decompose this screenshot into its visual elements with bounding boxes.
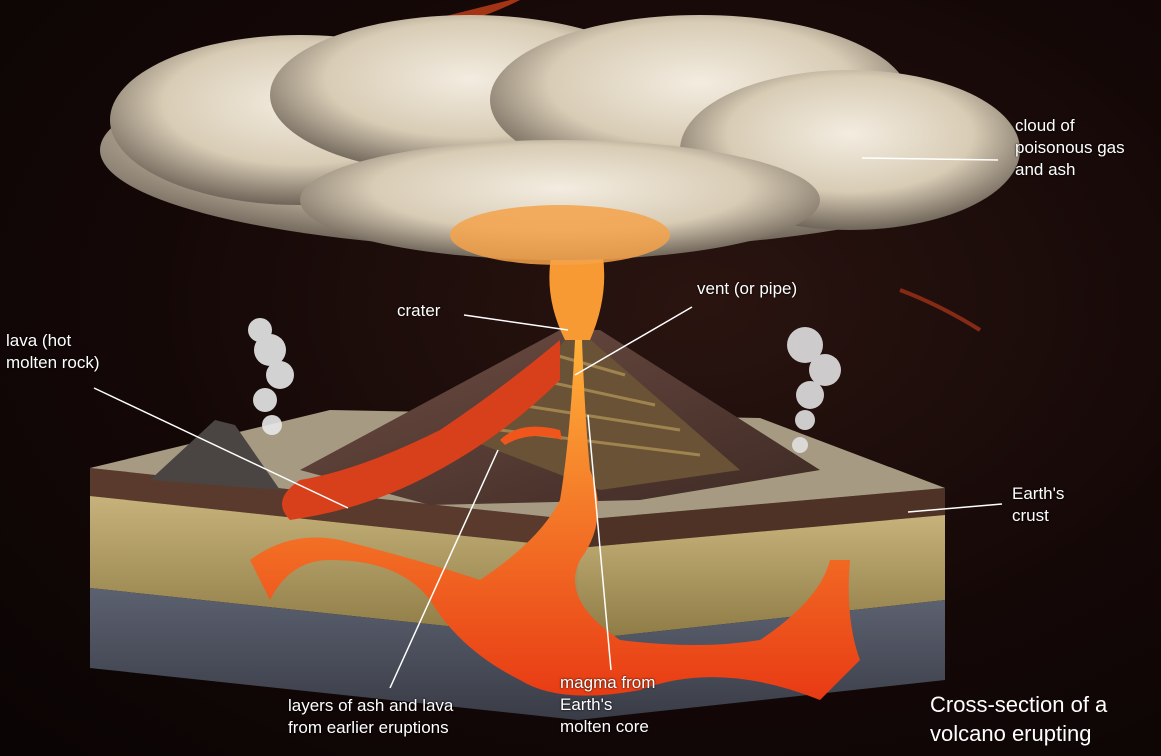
label-crust: Earth's crust — [1012, 483, 1064, 527]
label-magma: magma from Earth's molten core — [560, 672, 655, 738]
figure-caption: Cross-section of a volcano erupting — [930, 690, 1107, 748]
steam-plume-left — [248, 318, 294, 435]
label-cloud: cloud of poisonous gas and ash — [1015, 115, 1125, 181]
cloud-glow — [450, 205, 670, 265]
label-vent: vent (or pipe) — [697, 278, 797, 300]
lava-streak — [900, 290, 980, 330]
label-layers: layers of ash and lava from earlier erup… — [288, 695, 453, 739]
label-crater: crater — [397, 300, 440, 322]
label-lava: lava (hot molten rock) — [6, 330, 100, 374]
